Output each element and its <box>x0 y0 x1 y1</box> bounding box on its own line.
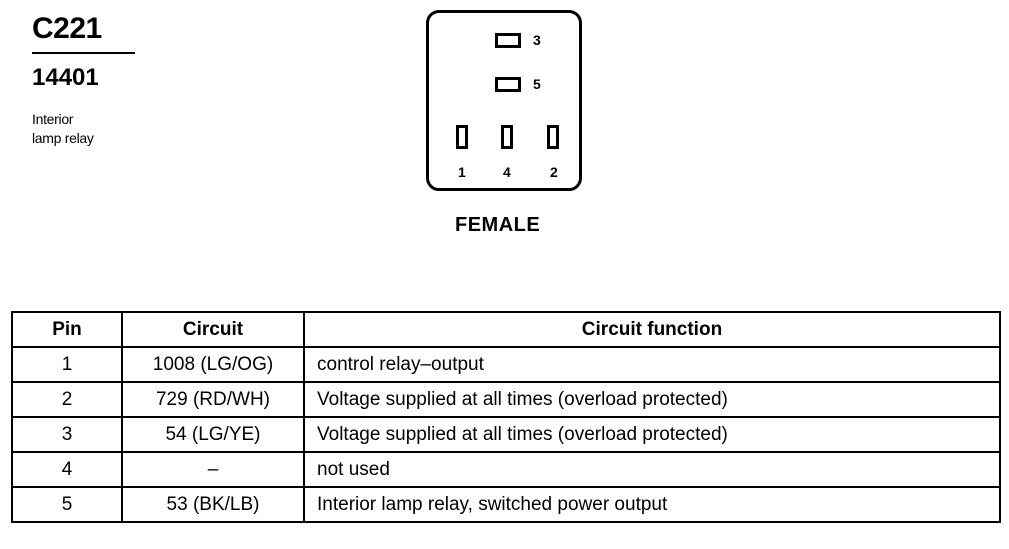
cell-function: not used <box>303 451 1001 488</box>
table-row: 3 54 (LG/YE) Voltage supplied at all tim… <box>11 416 1001 453</box>
connector-view-label: FEMALE <box>455 214 541 236</box>
pin-number-2: 2 <box>550 164 558 180</box>
cell-pin: 5 <box>11 486 123 523</box>
cell-pin: 4 <box>11 451 123 488</box>
cell-pin: 1 <box>11 346 123 383</box>
cell-circuit: – <box>121 451 305 488</box>
pin-slot-1 <box>456 125 468 149</box>
cell-function: Voltage supplied at all times (overload … <box>303 416 1001 453</box>
connector-face: 3 5 1 4 2 <box>426 10 582 191</box>
table-row: 1 1008 (LG/OG) control relay–output <box>11 346 1001 383</box>
part-description-line: Interior <box>32 111 74 127</box>
header-pin: Pin <box>11 311 123 348</box>
part-number: 14401 <box>32 64 99 91</box>
cell-function: control relay–output <box>303 346 1001 383</box>
cell-circuit: 729 (RD/WH) <box>121 381 305 418</box>
table-header-row: Pin Circuit Circuit function <box>11 311 1001 348</box>
cell-circuit: 54 (LG/YE) <box>121 416 305 453</box>
pin-slot-4 <box>501 125 513 149</box>
cell-function: Interior lamp relay, switched power outp… <box>303 486 1001 523</box>
pin-number-4: 4 <box>503 164 511 180</box>
pin-number-1: 1 <box>458 164 466 180</box>
part-description: Interior lamp relay <box>32 110 172 148</box>
pin-function-table: Pin Circuit Circuit function 1 1008 (LG/… <box>11 311 1001 523</box>
pin-slot-5 <box>495 77 521 92</box>
cell-function: Voltage supplied at all times (overload … <box>303 381 1001 418</box>
cell-circuit: 1008 (LG/OG) <box>121 346 305 383</box>
connector-id: C221 <box>32 12 102 45</box>
pin-slot-2 <box>547 125 559 149</box>
pin-number-3: 3 <box>533 32 541 48</box>
table-row: 2 729 (RD/WH) Voltage supplied at all ti… <box>11 381 1001 418</box>
pin-slot-3 <box>495 33 521 48</box>
table-row: 5 53 (BK/LB) Interior lamp relay, switch… <box>11 486 1001 523</box>
connector-id-underline <box>32 52 135 54</box>
header-circuit-function: Circuit function <box>303 311 1001 348</box>
header-circuit: Circuit <box>121 311 305 348</box>
table-row: 4 – not used <box>11 451 1001 488</box>
cell-pin: 2 <box>11 381 123 418</box>
part-description-line: lamp relay <box>32 130 94 146</box>
cell-circuit: 53 (BK/LB) <box>121 486 305 523</box>
cell-pin: 3 <box>11 416 123 453</box>
pin-number-5: 5 <box>533 76 541 92</box>
